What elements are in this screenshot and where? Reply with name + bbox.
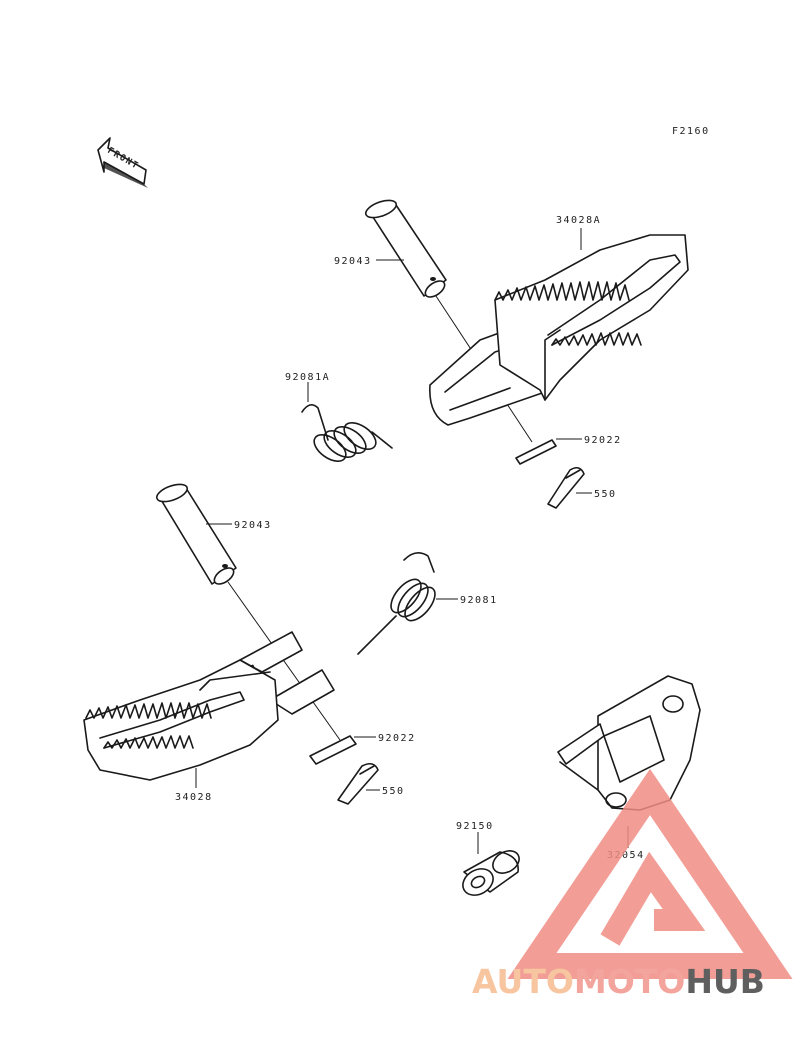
watermark-part-hub: HUB <box>685 962 765 1001</box>
lower-return-spring <box>357 552 436 655</box>
grommet <box>462 850 520 896</box>
label-grommet: 92150 <box>456 821 494 832</box>
upper-pivot-pin <box>364 199 447 298</box>
watermark-logo-icon <box>507 768 793 979</box>
lower-cotter-pin <box>337 762 379 805</box>
label-upper-spring: 92081A <box>285 372 330 383</box>
lower-axis-line <box>227 581 341 741</box>
upper-footpeg <box>429 234 689 426</box>
label-bracket: 32054 <box>607 850 645 861</box>
label-upper-washer: 92022 <box>584 435 622 446</box>
watermark-part-moto: MOTO <box>573 962 686 1001</box>
lower-footpeg <box>83 631 335 781</box>
label-upper-pin: 92043 <box>334 256 372 267</box>
label-lower-cotter: 550 <box>382 786 405 797</box>
upper-cotter-pin <box>547 466 585 509</box>
watermark-part-auto: AUTO <box>472 962 574 1001</box>
label-lower-washer: 92022 <box>378 733 416 744</box>
label-upper-cotter: 550 <box>594 489 617 500</box>
upper-washer <box>515 439 557 465</box>
label-lower-pin: 92043 <box>234 520 272 531</box>
label-lower-footpeg: 34028 <box>175 792 213 803</box>
figure-code: F2160 <box>672 126 710 137</box>
front-arrow-icon: FRONT <box>97 137 148 188</box>
label-lower-spring: 92081 <box>460 595 498 606</box>
lower-washer <box>309 735 357 765</box>
upper-return-spring <box>301 404 393 462</box>
label-upper-footpeg: 34028A <box>556 215 601 226</box>
lower-pivot-pin <box>155 483 237 585</box>
watermark-text: AUTOMOTOHUB <box>472 962 765 1001</box>
footpeg-bracket <box>557 675 701 811</box>
